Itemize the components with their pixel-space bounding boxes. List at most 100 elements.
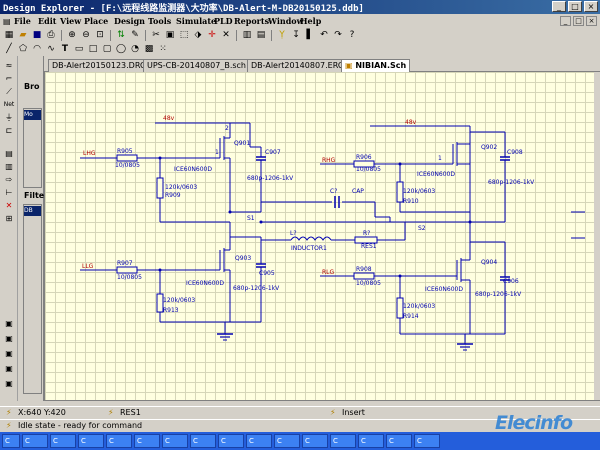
ellipse-icon[interactable]: ◯ bbox=[115, 44, 127, 54]
undo-icon[interactable]: ↶ bbox=[320, 30, 328, 40]
zoom-out-icon[interactable]: ⊖ bbox=[82, 30, 90, 40]
menu-edit[interactable]: Edit bbox=[38, 16, 57, 26]
menu-simulate[interactable]: Simulate bbox=[176, 16, 217, 26]
mosfet-q902-ref[interactable]: Q902 bbox=[481, 144, 497, 151]
doc-close-button[interactable]: × bbox=[586, 16, 597, 26]
graphic-icon[interactable]: ▩ bbox=[144, 44, 154, 54]
net-label-rhg[interactable]: RHG bbox=[322, 157, 336, 164]
polygon-icon[interactable]: ⬠ bbox=[19, 44, 27, 54]
close-button[interactable]: × bbox=[584, 1, 598, 12]
select-area-icon[interactable]: ⬚ bbox=[179, 30, 189, 40]
capacitor-c907-value[interactable]: 680p-1206-1kV bbox=[247, 175, 294, 182]
resistor-r905-ref[interactable]: R905 bbox=[117, 148, 133, 155]
resistor-r914-ref[interactable]: R914 bbox=[403, 313, 419, 320]
bezier-icon[interactable]: ∿ bbox=[47, 44, 55, 54]
capacitor-c908-value[interactable]: 680p-1206-1kV bbox=[488, 179, 535, 186]
mosfet-q901-part[interactable]: ICE60N600D bbox=[174, 166, 212, 173]
net-label-48v-right[interactable]: 48v bbox=[405, 119, 417, 126]
paste-icon[interactable]: ▣ bbox=[165, 30, 175, 40]
mosfet-q903-part[interactable]: ICE60N600D bbox=[186, 280, 224, 287]
net-label-llg[interactable]: LLG bbox=[82, 263, 94, 270]
help-icon[interactable]: ? bbox=[349, 30, 355, 40]
resistor-r908-ref[interactable]: R908 bbox=[356, 266, 372, 273]
hierarchy-icon[interactable]: ⇅ bbox=[117, 30, 125, 40]
inductor-lq-label[interactable]: INDUCTOR1 bbox=[291, 245, 327, 252]
tab-erc-report[interactable]: DB-Alert20140807.ERC bbox=[247, 59, 348, 72]
capacitor-c907-ref[interactable]: C907 bbox=[265, 149, 281, 156]
resistor-rq-ref[interactable]: R? bbox=[363, 230, 370, 237]
move-icon[interactable]: ✛ bbox=[208, 30, 216, 40]
resistor-r910-value[interactable]: 120k/0603 bbox=[403, 188, 435, 195]
deselect-icon[interactable]: ⬗ bbox=[194, 30, 202, 40]
menu-reports[interactable]: Reports bbox=[234, 16, 270, 26]
browse-selected-item[interactable]: Mo bbox=[23, 110, 42, 120]
tool-a-icon[interactable]: ▣ bbox=[5, 319, 13, 328]
library-icon[interactable]: ▥ bbox=[242, 30, 252, 40]
taskbar-item[interactable]: C bbox=[274, 434, 300, 448]
mosfet-q901-ref[interactable]: Q901 bbox=[234, 140, 250, 147]
capacitor-c906-value[interactable]: 680p-1206-1kV bbox=[475, 291, 522, 298]
resistor-r913[interactable] bbox=[156, 293, 164, 313]
taskbar-item[interactable]: C bbox=[218, 434, 244, 448]
taskbar-item[interactable]: C bbox=[106, 434, 132, 448]
panel-toggle-icon[interactable]: ▦ bbox=[4, 30, 14, 40]
inductor-lq[interactable] bbox=[290, 236, 332, 241]
schematic-canvas[interactable]: 48v Q901 ICE60N600D 1 2 LHG R905 10/0805… bbox=[44, 72, 594, 400]
bus-entry-icon[interactable]: ⟋ bbox=[6, 87, 12, 96]
capacitor-cq-ref[interactable]: C? bbox=[330, 188, 337, 195]
resistor-r907-ref[interactable]: R907 bbox=[117, 260, 133, 267]
resistor-r914-value[interactable]: 120k/0603 bbox=[403, 303, 435, 310]
zoom-fit-icon[interactable]: ⊡ bbox=[96, 30, 104, 40]
menu-pld[interactable]: PLD bbox=[214, 16, 233, 26]
resistor-rq-label[interactable]: RES1 bbox=[361, 243, 377, 250]
redo-icon[interactable]: ↷ bbox=[334, 30, 342, 40]
bus-tool-icon[interactable]: ⌐ bbox=[5, 74, 13, 83]
resistor-r905[interactable] bbox=[116, 154, 138, 162]
taskbar-item[interactable]: C bbox=[330, 434, 356, 448]
resistor-r905-value[interactable]: 10/0805 bbox=[115, 162, 140, 169]
taskbar-item[interactable]: C bbox=[162, 434, 188, 448]
arc-icon[interactable]: ◠ bbox=[33, 44, 41, 54]
mosfet-q904-part[interactable]: ICE60N600D bbox=[425, 286, 463, 293]
node-label-s1[interactable]: S1 bbox=[247, 215, 255, 222]
capacitor-c908-ref[interactable]: C908 bbox=[507, 149, 523, 156]
net-label-icon[interactable]: Net bbox=[3, 101, 15, 108]
taskbar-item[interactable]: C bbox=[414, 434, 440, 448]
mosfet-q904-ref[interactable]: Q904 bbox=[481, 259, 497, 266]
port-icon[interactable]: ⇨ bbox=[5, 175, 13, 184]
text-frame-icon[interactable]: ▭ bbox=[74, 44, 84, 54]
vertical-scrollbar[interactable] bbox=[594, 72, 600, 400]
net-label-lhg[interactable]: LHG bbox=[83, 150, 96, 157]
browse-lib-icon[interactable]: ▤ bbox=[256, 30, 266, 40]
resistor-r909-value[interactable]: 120k/0603 bbox=[165, 184, 197, 191]
cross-icon[interactable]: ✕ bbox=[222, 30, 230, 40]
rounded-rect-icon[interactable]: ▢ bbox=[102, 44, 112, 54]
menu-tools[interactable]: Tools bbox=[148, 16, 172, 26]
taskbar-item[interactable]: C bbox=[22, 434, 48, 448]
probe-icon[interactable]: Ỵ bbox=[279, 30, 285, 40]
menu-view[interactable]: View bbox=[60, 16, 82, 26]
resistor-r906[interactable] bbox=[353, 160, 375, 168]
sheet-symbol-icon[interactable]: ▤ bbox=[5, 149, 13, 158]
resistor-r909-ref[interactable]: R909 bbox=[165, 192, 181, 199]
resistor-r909[interactable] bbox=[156, 177, 164, 199]
capacitor-cq-label[interactable]: CAP bbox=[352, 188, 364, 195]
browse-list[interactable] bbox=[23, 108, 42, 188]
rectangle-icon[interactable]: □ bbox=[88, 44, 98, 54]
app-icon[interactable]: ▤ bbox=[3, 16, 11, 26]
maximize-button[interactable]: □ bbox=[568, 1, 582, 12]
capacitor-c905-ref[interactable]: C905 bbox=[259, 270, 275, 277]
tab-nibian-schematic[interactable]: ▣ NIBIAN.Sch bbox=[341, 59, 411, 72]
junction-icon[interactable]: ⊢ bbox=[5, 188, 13, 197]
pcb-layout-icon[interactable]: ⊞ bbox=[5, 214, 13, 223]
power-port-icon[interactable]: ⏚ bbox=[5, 113, 13, 122]
cut-icon[interactable]: ✂ bbox=[152, 30, 160, 40]
resistor-r906-ref[interactable]: R906 bbox=[356, 154, 372, 161]
resistor-r906-value[interactable]: 10/0805 bbox=[356, 166, 381, 173]
taskbar-item[interactable]: C bbox=[2, 434, 20, 448]
array-icon[interactable]: ⁙ bbox=[159, 44, 167, 54]
menu-place[interactable]: Place bbox=[84, 16, 109, 26]
print-icon[interactable]: ⎙ bbox=[47, 30, 55, 40]
open-folder-icon[interactable]: ▰ bbox=[19, 30, 27, 40]
part-icon[interactable]: ⊏ bbox=[5, 126, 13, 135]
